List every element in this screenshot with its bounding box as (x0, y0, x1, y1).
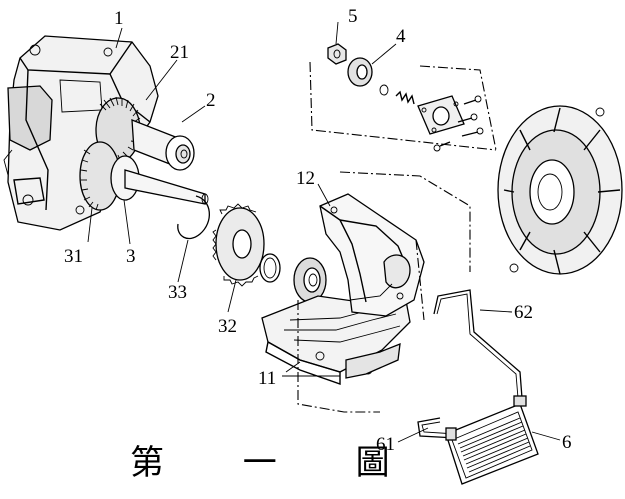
label-4: 4 (396, 26, 406, 47)
gearbox-housing (3, 35, 159, 231)
figure-caption: 第 一 圖 (130, 443, 424, 483)
compression-spring (395, 90, 415, 105)
label-6: 6 (562, 432, 572, 453)
radiator-6 (445, 395, 539, 485)
label-31: 31 (64, 246, 83, 267)
coolant-tube-62 (433, 289, 523, 399)
leader-lines (87, 21, 561, 443)
label-62: 62 (514, 302, 533, 323)
snap-ring (259, 253, 281, 283)
label-21: 21 (170, 42, 189, 63)
hex-nut-5 (327, 43, 347, 65)
label-11: 11 (258, 368, 276, 389)
drive-gear-31 (79, 141, 209, 211)
label-5: 5 (348, 6, 358, 27)
retaining-clip-33 (177, 195, 210, 240)
label-2: 2 (206, 90, 216, 111)
output-shaft-2 (131, 119, 195, 171)
ball-bearing (293, 257, 327, 303)
label-61: 61 (376, 434, 395, 455)
label-32: 32 (218, 316, 237, 337)
label-1: 1 (114, 8, 124, 29)
motor-end-flange (497, 105, 623, 275)
coolant-tube-61 (417, 417, 457, 439)
bearing-bracket-plate (417, 95, 484, 152)
assembly-phantom-frame (339, 171, 471, 272)
label-33: 33 (168, 282, 187, 303)
label-3: 3 (126, 246, 136, 267)
sprocket-32 (212, 203, 265, 287)
upper-housing-12 (319, 193, 425, 317)
bearing-4 (347, 57, 373, 87)
label-12: 12 (296, 168, 315, 189)
